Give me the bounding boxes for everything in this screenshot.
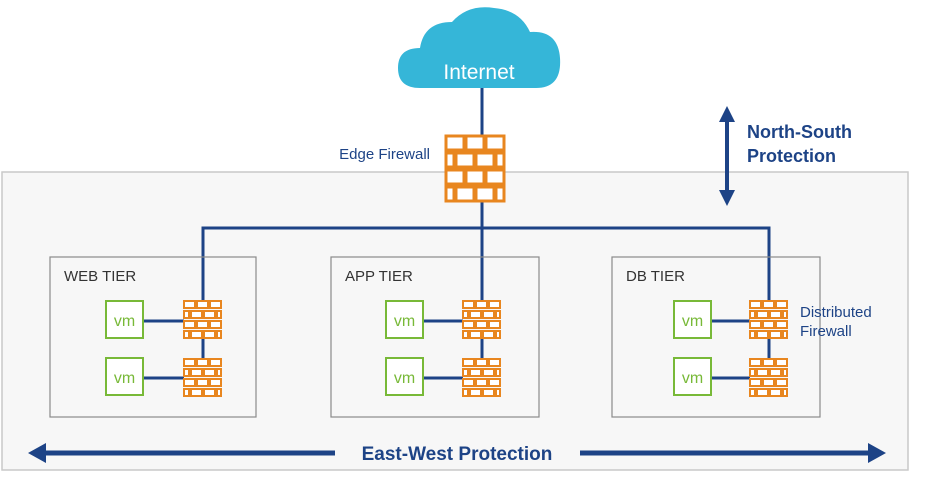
- db-vm-1: vm: [673, 300, 712, 339]
- app-vm-1: vm: [385, 300, 424, 339]
- web-tier-label: WEB TIER: [64, 268, 136, 285]
- db-tier-label: DB TIER: [626, 268, 685, 285]
- cloud-icon: [398, 7, 561, 88]
- svg-text:vm: vm: [114, 313, 135, 330]
- db-vm-2: vm: [673, 357, 712, 396]
- app-vm-2: vm: [385, 357, 424, 396]
- north-south-line2: Protection: [747, 146, 836, 166]
- distributed-firewall-line1: Distributed: [800, 304, 872, 321]
- distributed-firewall-line2: Firewall: [800, 323, 852, 340]
- web-tier-box: WEB TIER: [49, 256, 257, 418]
- app-tier-box: APP TIER: [330, 256, 540, 418]
- svg-text:vm: vm: [682, 370, 703, 387]
- north-south-line1: North-South: [747, 122, 852, 142]
- east-west-label: East-West Protection: [362, 444, 553, 465]
- svg-text:vm: vm: [682, 313, 703, 330]
- edge-firewall-icon: [444, 134, 506, 203]
- web-vm-1: vm: [105, 300, 144, 339]
- web-vm-2: vm: [105, 357, 144, 396]
- svg-text:vm: vm: [394, 370, 415, 387]
- svg-text:vm: vm: [114, 370, 135, 387]
- vertical-double-arrow-icon: [719, 106, 735, 206]
- horizontal-double-arrow-icon: [28, 443, 886, 463]
- svg-text:vm: vm: [394, 313, 415, 330]
- edge-firewall-label: Edge Firewall: [339, 146, 430, 163]
- internet-label: Internet: [443, 61, 514, 84]
- distribution-bus: [201, 226, 771, 300]
- app-tier-label: APP TIER: [345, 268, 413, 285]
- db-tier-box: DB TIER: [611, 256, 821, 418]
